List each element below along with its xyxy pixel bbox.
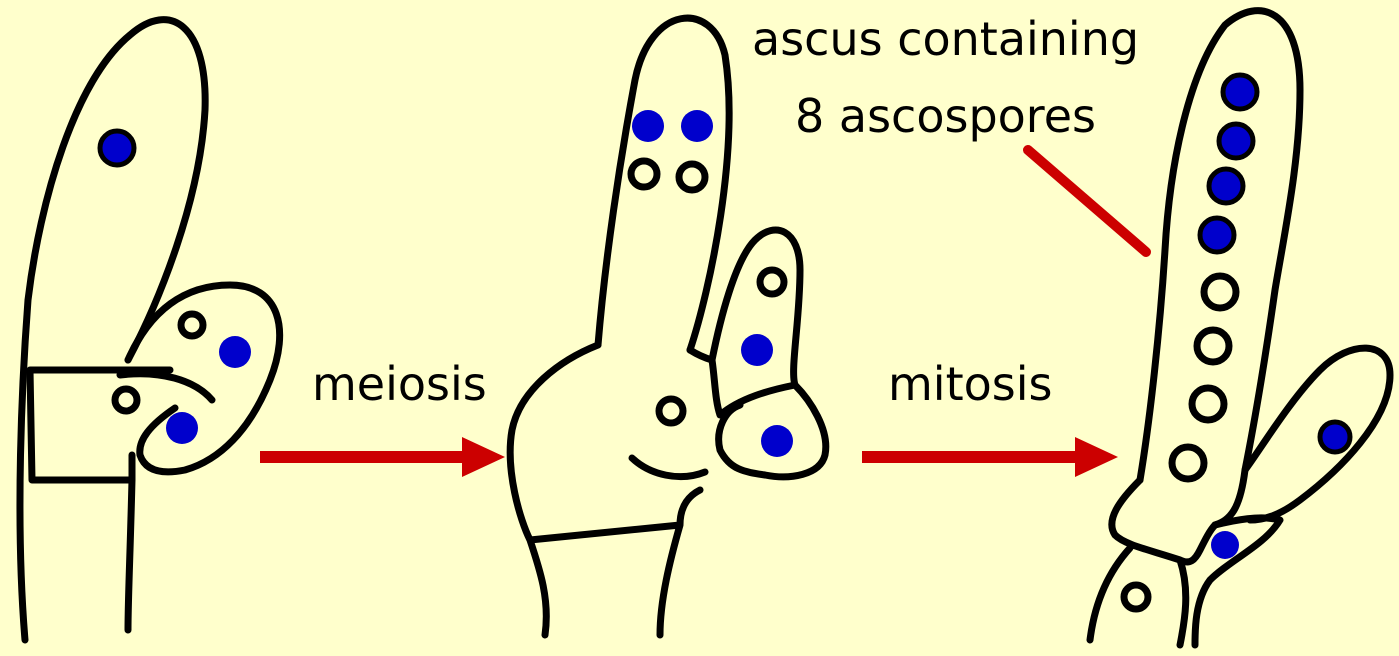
ascospore-8 xyxy=(1172,447,1204,479)
stage2-nucleus-black-center xyxy=(659,399,683,423)
stage-2-hypha xyxy=(510,18,826,635)
ascospore-6 xyxy=(1197,330,1229,362)
mitosis-arrow-head xyxy=(1075,437,1118,477)
mitosis-label: mitosis xyxy=(888,357,1052,411)
stage2-crozier-septum xyxy=(712,360,795,415)
stage1-base-box xyxy=(30,370,170,630)
stage2-nucleus-blue-1 xyxy=(632,110,664,142)
stage3-crozier xyxy=(1195,348,1390,645)
ascospore-7 xyxy=(1192,388,1224,420)
ascus-label-line2: 8 ascospores xyxy=(795,89,1096,143)
stage2-nucleus-blue-lower xyxy=(761,425,793,457)
ascospore-4 xyxy=(1200,218,1234,252)
stage1-nucleus-blue xyxy=(219,336,251,368)
ascus-pointer-line xyxy=(1028,150,1146,252)
stage3-nucleus-septum xyxy=(1211,531,1239,559)
stage2-nucleus-blue-tip xyxy=(741,334,773,366)
ascospore-3 xyxy=(1209,169,1243,203)
meiosis-label: meiosis xyxy=(312,357,487,411)
ascospore-2 xyxy=(1219,124,1253,158)
ascus-label-line1: ascus containing xyxy=(752,12,1139,66)
stage2-ascus xyxy=(598,18,729,350)
meiosis-arrow-head xyxy=(462,437,505,477)
stage1-tall-hypha xyxy=(20,20,205,640)
stage2-smile xyxy=(632,458,705,477)
meiosis-arrow: meiosis xyxy=(260,357,505,477)
stage3-nucleus-crozier xyxy=(1320,422,1350,452)
stage2-nucleus-black-tip xyxy=(760,270,784,294)
stage-3-ascus: ascus containing 8 ascospores xyxy=(752,11,1390,645)
stage2-nucleus-black-2 xyxy=(679,164,705,190)
stage1-nucleus-top xyxy=(100,131,134,165)
ascospore-5 xyxy=(1204,276,1236,308)
stage1-nucleus-blue-lower xyxy=(166,412,198,444)
mitosis-arrow: mitosis xyxy=(862,357,1118,477)
ascospore-1 xyxy=(1223,75,1257,109)
stage2-nucleus-black-1 xyxy=(631,161,657,187)
stage1-nucleus-black xyxy=(181,314,203,336)
stage2-nucleus-blue-2 xyxy=(681,110,713,142)
stage3-nucleus-black-base xyxy=(1124,585,1148,609)
stage3-ascus-wall xyxy=(1140,11,1300,525)
stage1-nucleus-black-small xyxy=(115,389,137,411)
stage2-base xyxy=(510,345,700,635)
stage-1-hypha xyxy=(20,20,280,640)
